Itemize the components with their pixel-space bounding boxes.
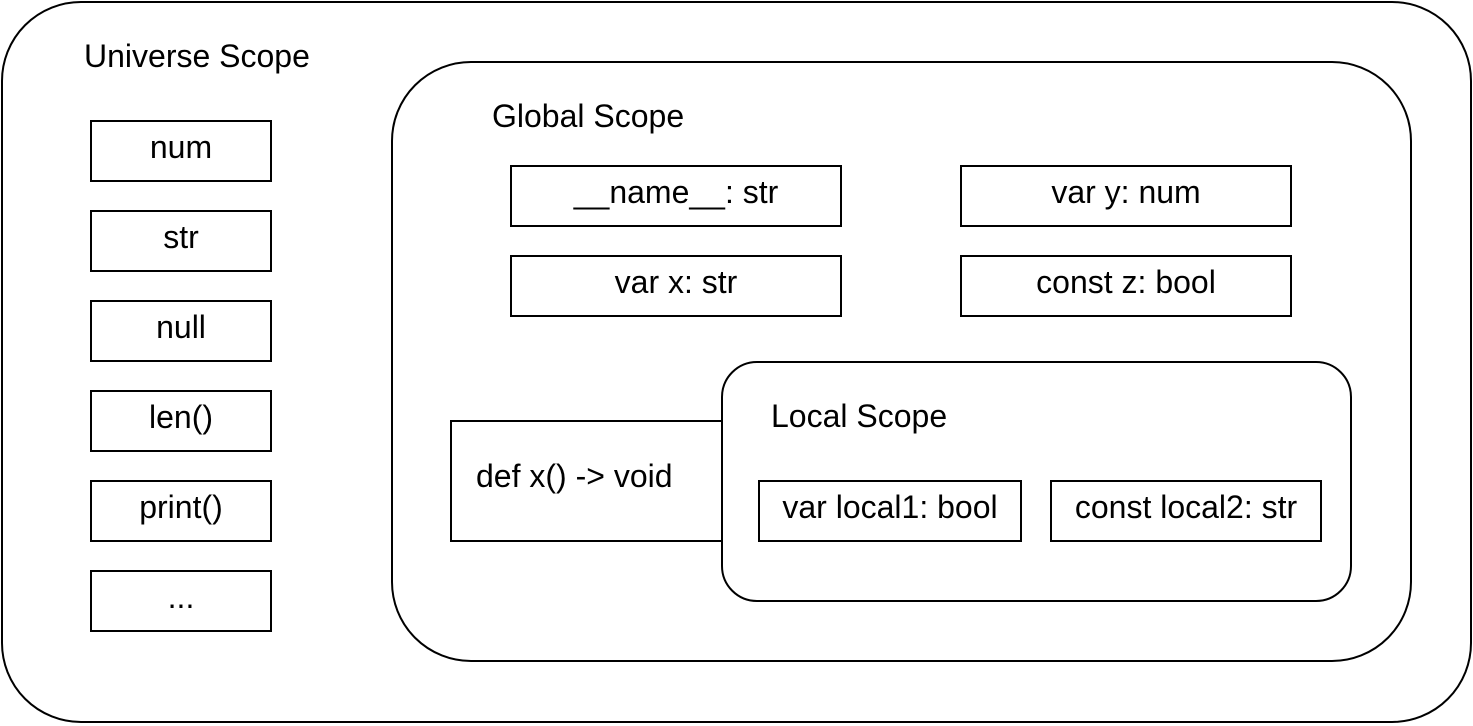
universe-item-len: len()	[90, 390, 272, 452]
universe-item-null: null	[90, 300, 272, 362]
universe-item-num: num	[90, 120, 272, 182]
global-item-var-x: var x: str	[510, 255, 842, 317]
universe-item-print: print()	[90, 480, 272, 542]
universe-scope-title: Universe Scope	[84, 38, 310, 74]
global-item-const-z: const z: bool	[960, 255, 1292, 317]
function-def-label: def x() -> void	[476, 457, 673, 494]
universe-item-ellipsis: ...	[90, 570, 272, 632]
local-item-local1: var local1: bool	[758, 480, 1022, 542]
universe-item-str: str	[90, 210, 272, 272]
global-item-var-y: var y: num	[960, 165, 1292, 227]
global-scope-title: Global Scope	[492, 98, 685, 134]
global-item-name: __name__: str	[510, 165, 842, 227]
function-def-box: def x() -> void	[450, 420, 750, 542]
local-scope-title: Local Scope	[771, 398, 948, 434]
local-item-local2: const local2: str	[1050, 480, 1322, 542]
